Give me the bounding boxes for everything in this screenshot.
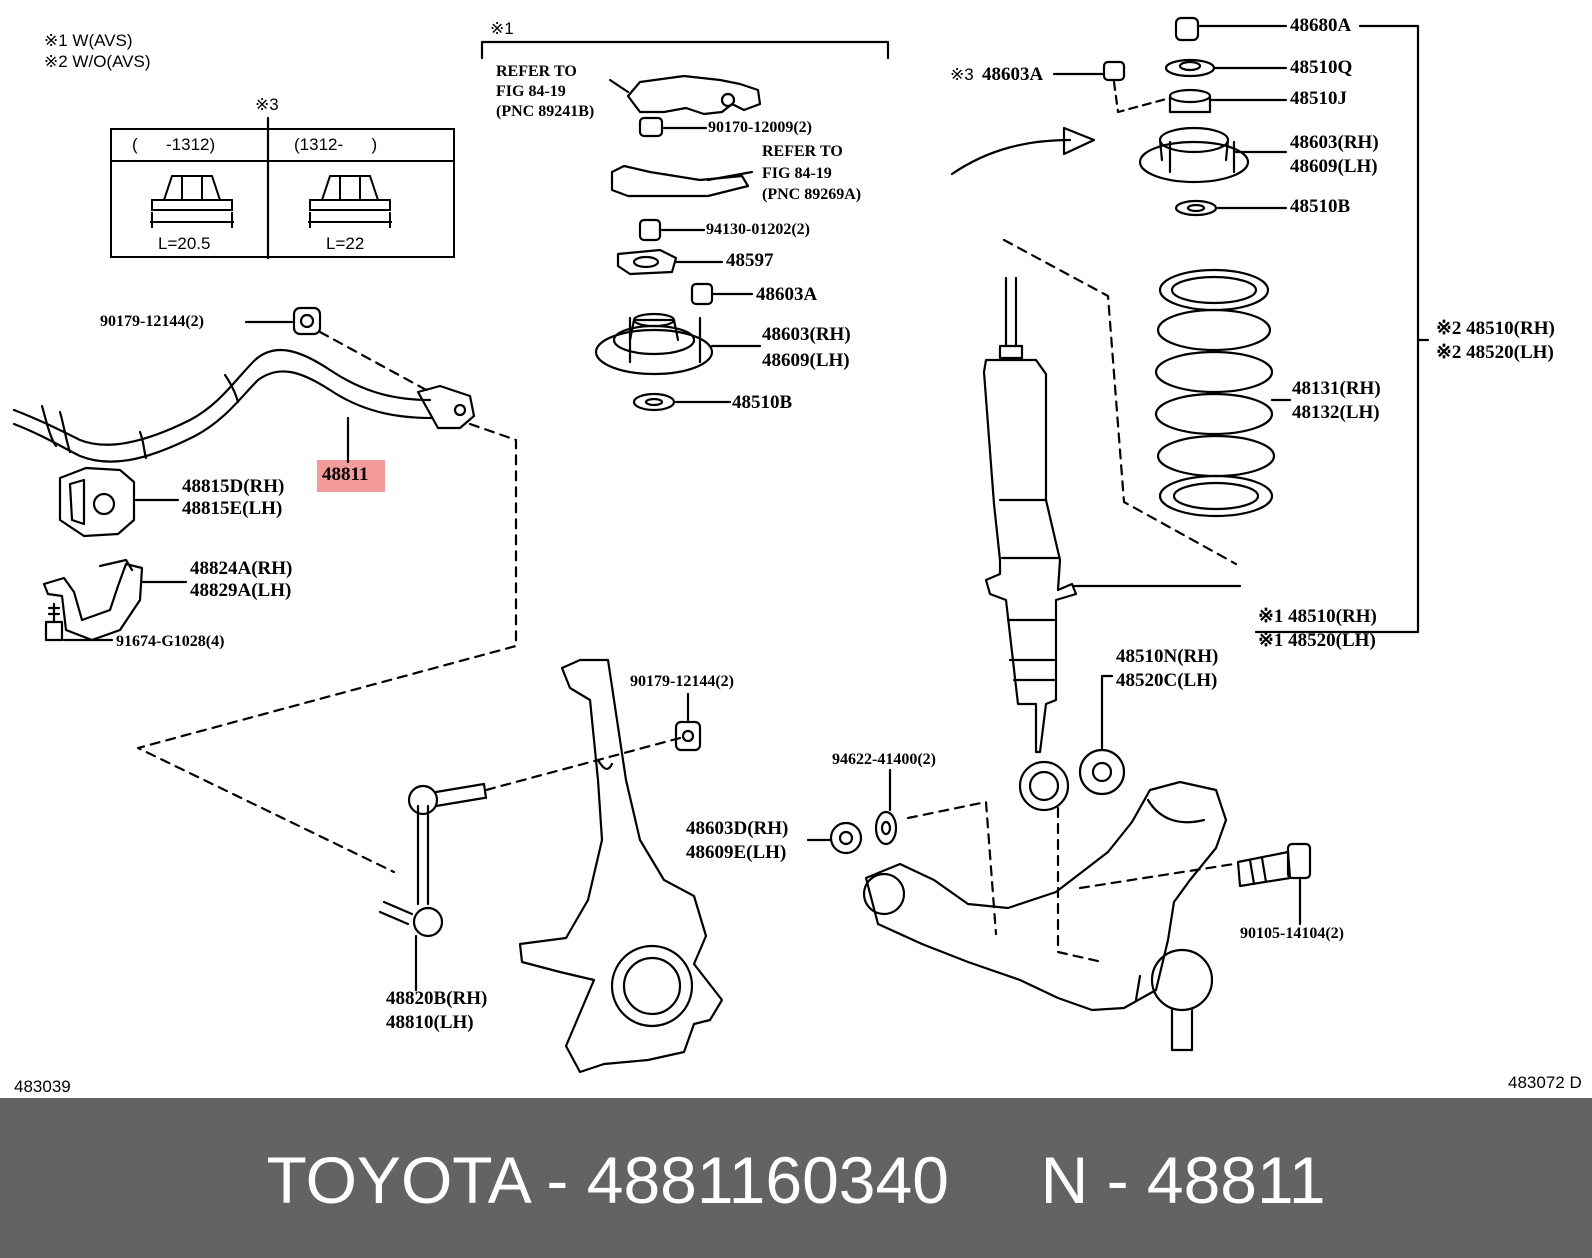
callout-48820b: 48820B(RH) <box>386 988 488 1009</box>
refer2-line1: REFER TO <box>762 143 843 160</box>
dashed-leader <box>1002 238 1238 566</box>
callout-48609-right: 48609(LH) <box>1290 156 1378 177</box>
figure-code-right: 483072 D <box>1508 1073 1582 1092</box>
note-w-avs: ※1 W(AVS) <box>44 31 133 50</box>
washer-48510q <box>1164 58 1216 78</box>
shock-absorber <box>982 276 1078 812</box>
callout-90170: 90170-12009(2) <box>708 119 812 136</box>
bushing-48510n <box>1078 748 1126 796</box>
callout-48131: 48131(RH) <box>1292 378 1381 399</box>
callout-48603-mid: 48603(RH) <box>762 324 851 345</box>
parts-diagram: ※1 W(AVS) ※2 W/O(AVS) ※3 ※1 ( -1312) (13… <box>12 15 1582 1096</box>
table-col1-header: ( -1312) <box>132 135 216 154</box>
bushing-90179-top <box>292 306 322 336</box>
stabilizer-bar <box>12 348 476 463</box>
cap-48597 <box>616 248 678 276</box>
refer2-line2: FIG 84-19 <box>762 165 832 182</box>
support-48603-right <box>1138 126 1250 184</box>
callout-48603a-mid: 48603A <box>756 284 818 305</box>
callout-48824a: 48824A(RH) <box>190 558 293 579</box>
dashed-leader <box>1112 80 1172 114</box>
table-col2-length: L=22 <box>326 234 365 253</box>
callout-48510-w-avs: ※1 48510(RH) <box>1258 606 1377 627</box>
callout-48815d: 48815D(RH) <box>182 476 285 497</box>
callout-90105: 90105-14104(2) <box>1240 925 1344 942</box>
table-col1-length: L=20.5 <box>158 234 211 253</box>
callout-48597: 48597 <box>726 250 774 271</box>
callout-90179-12144-mid: 90179-12144(2) <box>630 673 734 690</box>
callout-48510n: 48510N(RH) <box>1116 646 1219 667</box>
callout-94130: 94130-01202(2) <box>706 221 810 238</box>
flange-nut-icon <box>308 175 392 228</box>
bolt-90105 <box>1236 842 1312 888</box>
callout-48510b-mid: 48510B <box>732 392 793 413</box>
part-number-text: TOYOTA - 4881160340 N - 48811 <box>266 1143 1326 1217</box>
refer2-line3: (PNC 89269A) <box>762 186 862 203</box>
callout-48609-mid: 48609(LH) <box>762 350 850 371</box>
callout-48603a-top: 48603A <box>982 64 1044 85</box>
note-wo-avs: ※2 W/O(AVS) <box>44 52 151 71</box>
nut-size-table: ( -1312) (1312- ) L=20.5 L=22 <box>110 128 455 258</box>
callout-48811: 48811 <box>322 464 369 485</box>
bushing-48815 <box>58 466 136 538</box>
nut-48603a-mid <box>690 282 714 306</box>
lower-control-arm <box>862 780 1228 1052</box>
nut-90170 <box>638 116 664 138</box>
callout-94622: 94622-41400(2) <box>832 751 936 768</box>
steering-knuckle <box>518 658 724 1074</box>
callout-48609e: 48609E(LH) <box>686 842 787 863</box>
diagram-drawing <box>12 16 1430 1074</box>
coil-spring <box>1154 268 1276 518</box>
nut-90179-mid <box>674 720 702 752</box>
callout-48829a: 48829A(LH) <box>190 580 292 601</box>
callout-48520c: 48520C(LH) <box>1116 670 1218 691</box>
table-col2-header: (1312- ) <box>294 135 378 154</box>
callout-48603a-top-symbol: ※3 <box>950 65 974 84</box>
callout-48680a: 48680A <box>1290 15 1352 36</box>
bracket-48824 <box>42 558 144 642</box>
refer-line1: REFER TO <box>496 63 577 80</box>
nut-icons <box>150 175 392 228</box>
part-number-banner: TOYOTA - 4881160340 N - 48811 <box>0 1098 1592 1258</box>
callout-48510b-right: 48510B <box>1290 196 1351 217</box>
callout-48520-w-avs: ※1 48520(LH) <box>1258 630 1376 651</box>
refer-line2: FIG 84-19 <box>496 83 566 100</box>
callout-48132: 48132(LH) <box>1292 402 1380 423</box>
callout-48815e: 48815E(LH) <box>182 498 283 519</box>
nut-94130 <box>638 218 662 242</box>
dashed-leader <box>484 736 682 792</box>
callout-48603d: 48603D(RH) <box>686 818 789 839</box>
callout-48603-right: 48603(RH) <box>1290 132 1379 153</box>
washer-48510b-right <box>1174 199 1218 217</box>
actuator-89241b <box>626 74 762 116</box>
callout-48510-wo-avs: ※2 48510(RH) <box>1436 318 1555 339</box>
group-bracket-top <box>480 40 890 60</box>
group-bracket-right <box>1254 24 1430 634</box>
callout-91674: 91674-G1028(4) <box>116 633 225 650</box>
flange-nut-icon <box>150 175 234 228</box>
dashed-leader <box>906 800 1236 964</box>
washer-94622 <box>874 810 898 846</box>
nut-48680a <box>1174 16 1200 42</box>
callout-90179-12144-top: 90179-12144(2) <box>100 313 204 330</box>
note-table-symbol: ※3 <box>255 95 279 114</box>
nut-48603a-top <box>1102 60 1126 82</box>
stabilizer-link <box>378 782 488 938</box>
dashed-leader <box>136 330 518 874</box>
washer-48510b-mid <box>632 392 676 412</box>
callout-48520-wo-avs: ※2 48520(LH) <box>1436 342 1554 363</box>
callout-48510q: 48510Q <box>1290 57 1353 78</box>
figure-code-left: 483039 <box>14 1077 71 1096</box>
bolt-91674 <box>44 602 64 642</box>
bushing-48603d <box>829 821 863 855</box>
support-48603-mid <box>594 312 714 376</box>
callout-48510j: 48510J <box>1290 88 1347 109</box>
highlighted-part-marker <box>317 460 385 492</box>
callout-48810: 48810(LH) <box>386 1012 474 1033</box>
refer-line3: (PNC 89241B) <box>496 103 595 120</box>
note-group1-symbol: ※1 <box>490 19 514 38</box>
cushion-48510j <box>1168 88 1212 114</box>
bracket-89269a <box>610 164 750 198</box>
arrow <box>950 126 1096 176</box>
